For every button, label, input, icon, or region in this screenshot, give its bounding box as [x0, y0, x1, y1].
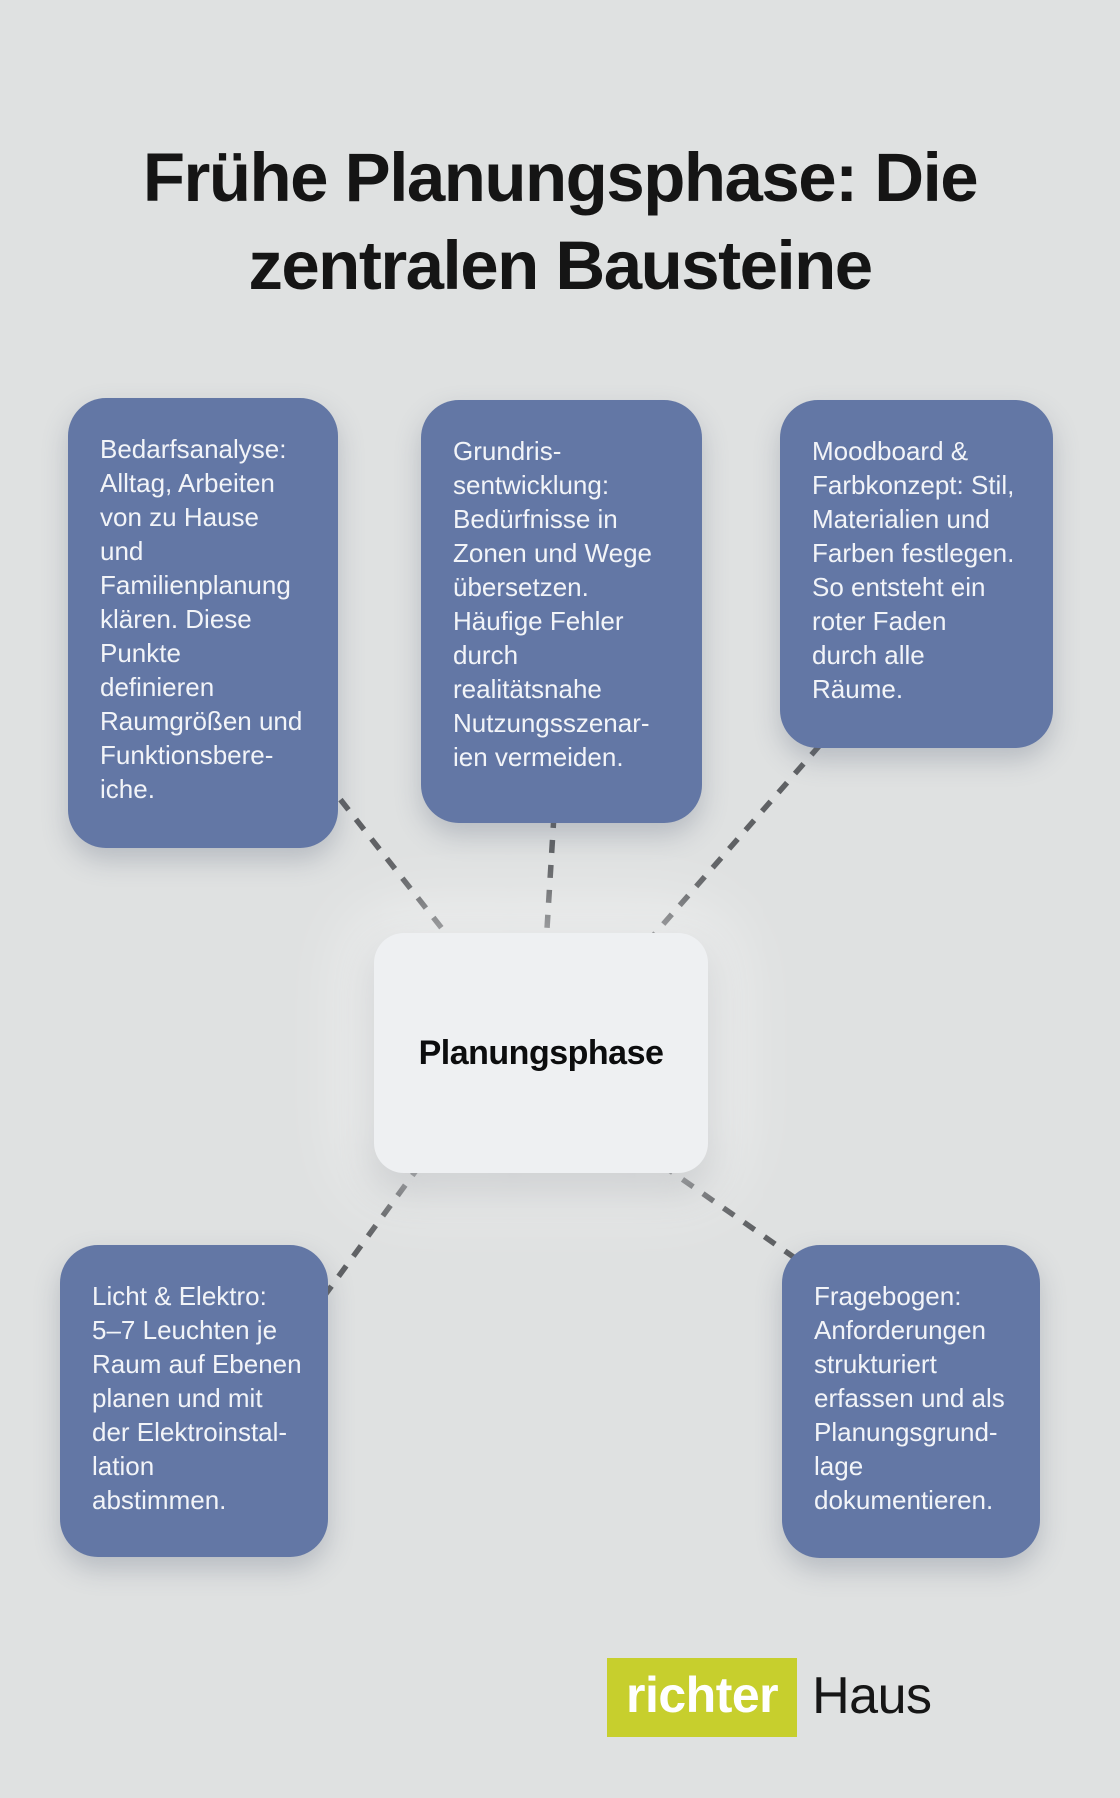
page-title-line-1: Frühe Planungsphase: Die: [142, 139, 979, 217]
brand-logo: richter Haus: [607, 1658, 932, 1737]
node-text-line: Farben festlegen.: [812, 538, 1015, 568]
node-text-line: abstimmen.: [92, 1485, 227, 1515]
center-node-planungsphase: Planungsphase: [374, 933, 708, 1173]
node-text-line: Raum auf Ebenen: [92, 1349, 302, 1379]
node-bedarfsanalyse: Bedarfsanalyse: Alltag, Arbeiten von zu Ha…: [68, 398, 338, 848]
node-text-line: Punkte: [100, 638, 181, 668]
node-text-line: erfassen und als: [814, 1383, 1005, 1413]
node-text-line: und: [100, 536, 144, 566]
node-text-line: Farbkonzept: Stil,: [812, 470, 1015, 500]
node-text-line: realitätsnahe: [453, 674, 602, 704]
node-text-line: Funktionsbere-: [100, 740, 274, 770]
page-title-line-2: zentralen Bausteine: [248, 227, 873, 305]
node-text-line: lage: [814, 1451, 864, 1481]
node-text-line: strukturiert: [814, 1349, 937, 1379]
node-text-line: klären. Diese: [100, 604, 252, 634]
node-text-line: Häufige Fehler: [453, 606, 624, 636]
node-text-line: Licht & Elektro:: [92, 1281, 267, 1311]
logo-brand-mark: richter: [607, 1658, 798, 1737]
node-text-line: iche.: [100, 774, 155, 804]
node-text-line: übersetzen.: [453, 572, 589, 602]
node-text-line: lation: [92, 1451, 155, 1481]
node-text-line: ien vermeiden.: [453, 742, 624, 772]
node-text-line: Alltag, Arbeiten: [100, 468, 275, 498]
node-text-line: Grundris-: [453, 436, 562, 466]
node-moodboard-farbkonzept: Moodboard & Farbkonzept: Stil, Materialien…: [780, 400, 1053, 748]
connector-moodboard: [642, 743, 823, 947]
connector-grundrissentwicklung: [543, 814, 557, 946]
node-text-line: Anforderungen: [814, 1315, 987, 1345]
node-text-line: 5–7 Leuchten je: [92, 1315, 278, 1345]
logo-product-name: Haus: [812, 1666, 932, 1725]
node-grundrissentwicklung: Grundris-sentwicklung: Bedürfnisse in Zone…: [421, 400, 702, 823]
node-text-line: planen und mit: [92, 1383, 263, 1413]
node-text-line: Räume.: [812, 674, 904, 704]
node-text-line: Moodboard &: [812, 436, 969, 466]
node-text-line: Materialien und: [812, 504, 990, 534]
node-text-line: Familienplanung: [100, 570, 291, 600]
node-text-line: Bedürfnisse in: [453, 504, 618, 534]
node-text-line: Raumgrößen und: [100, 706, 303, 736]
node-text-line: So entsteht ein: [812, 572, 986, 602]
node-text-line: Bedarfsanalyse:: [100, 434, 287, 464]
node-licht-elektro: Licht & Elektro: 5–7 Leuchten je Raum auf …: [60, 1245, 328, 1557]
node-text-line: dokumentieren.: [814, 1485, 994, 1515]
node-text-line: der Elektroinstal-: [92, 1417, 288, 1447]
node-fragebogen: Fragebogen: Anforderungen strukturiert erfa…: [782, 1245, 1040, 1558]
node-text-line: roter Faden: [812, 606, 947, 636]
node-text-line: Fragebogen:: [814, 1281, 962, 1311]
connector-licht-elektro: [322, 1163, 423, 1297]
connector-fragebogen: [660, 1162, 797, 1261]
center-node-label: Planungsphase: [418, 1033, 664, 1072]
node-text-line: sentwicklung:: [453, 470, 610, 500]
node-text-line: durch alle: [812, 640, 925, 670]
node-text-line: durch: [453, 640, 519, 670]
node-text-line: Zonen und Wege: [453, 538, 652, 568]
node-text-line: Planungsgrund-: [814, 1417, 998, 1447]
node-text-line: definieren: [100, 672, 215, 702]
node-text-line: Nutzungsszenar-: [453, 708, 650, 738]
page-title: Frühe Planungsphase: Die zentralen Baust…: [0, 134, 1120, 310]
connector-bedarfsanalyse: [322, 778, 458, 947]
node-text-line: von zu Hause: [100, 502, 259, 532]
